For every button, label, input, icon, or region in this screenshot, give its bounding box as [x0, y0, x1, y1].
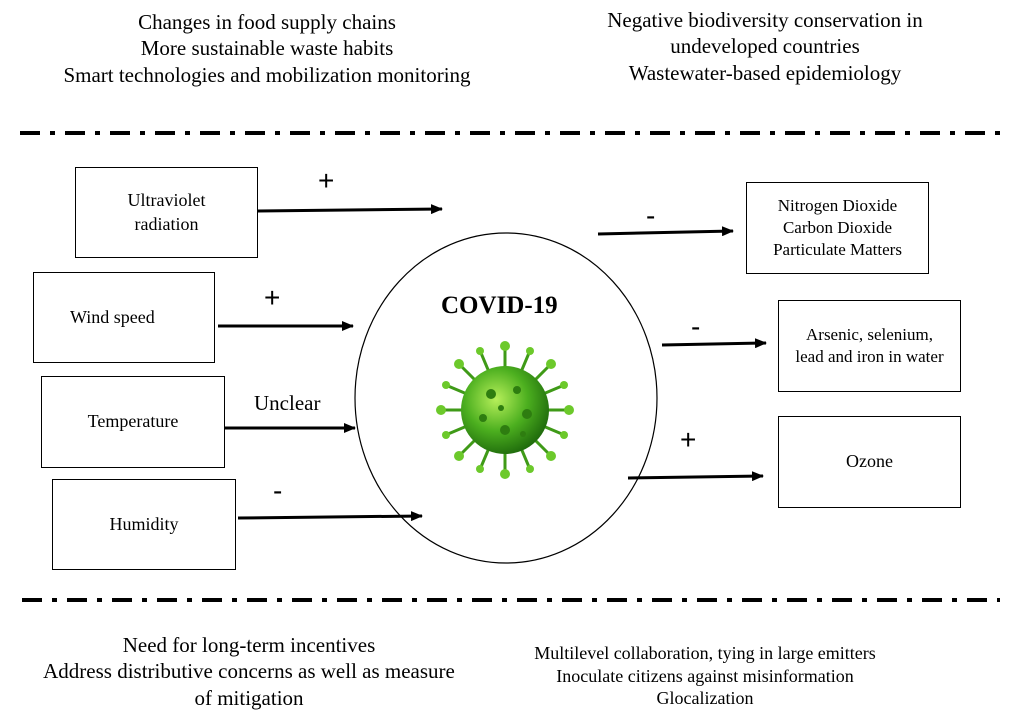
box-label: Particulate Matters	[773, 240, 902, 260]
sign-uv: +	[318, 165, 335, 196]
bottom-right-line: Multilevel collaboration, tying in large…	[534, 643, 876, 663]
box-label: Temperature	[87, 411, 179, 432]
box-ozone: Ozone	[778, 416, 961, 508]
box-pollutants: Nitrogen Dioxide Carbon Dioxide Particul…	[746, 182, 929, 274]
box-label: Ozone	[846, 451, 893, 472]
top-right-line: Wastewater-based epidemiology	[628, 60, 902, 85]
box-label: Carbon Dioxide	[782, 217, 893, 237]
box-label: Ultraviolet	[127, 190, 206, 211]
bottom-left-line: Address distributive concerns as well as…	[43, 659, 455, 684]
sign-ozone: +	[680, 424, 697, 455]
arrow-water	[661, 338, 767, 349]
box-label: Wind speed	[70, 306, 155, 327]
bottom-right-line: Inoculate citizens against misinformatio…	[556, 665, 854, 686]
sign-pollutants: -	[646, 200, 656, 231]
top-right-line: Negative biodiversity conservation in	[607, 8, 923, 32]
box-label: Nitrogen Dioxide	[777, 195, 898, 215]
sign-temperature: Unclear	[254, 391, 321, 415]
top-left-line: Smart technologies and mobilization moni…	[63, 62, 471, 87]
top-left-line: Changes in food supply chains	[138, 10, 396, 34]
box-humidity: Humidity	[52, 479, 236, 570]
box-ultraviolet-radiation: Ultraviolet radiation	[75, 167, 258, 258]
box-temperature: Temperature	[41, 376, 225, 468]
arrow-ozone	[627, 471, 764, 482]
bottom-right-notes: Multilevel collaboration, tying in large…	[500, 642, 910, 710]
bottom-left-line: of mitigation	[194, 685, 304, 710]
box-wind-speed: Wind speed	[33, 272, 215, 363]
sign-humidity: -	[273, 475, 283, 506]
box-water-metals: Arsenic, selenium, lead and iron in wate…	[778, 300, 961, 392]
box-label: lead and iron in water	[795, 347, 944, 366]
top-right-line: undeveloped countries	[670, 34, 860, 59]
top-left-line: More sustainable waste habits	[140, 36, 394, 61]
box-label: Humidity	[109, 513, 179, 534]
arrow-humidity	[237, 511, 423, 522]
virus-icon	[436, 341, 574, 479]
bottom-right-line: Glocalization	[656, 688, 754, 708]
arrow-pollutants	[597, 226, 734, 237]
covid-title: COVID-19	[441, 292, 558, 319]
arrow-uv	[257, 204, 443, 215]
bottom-left-notes: Need for long-term incentives Address di…	[4, 632, 494, 711]
sign-wind: +	[264, 282, 281, 313]
sign-water: -	[691, 311, 701, 342]
box-label: radiation	[134, 213, 199, 234]
top-left-notes: Changes in food supply chains More susta…	[24, 9, 510, 88]
top-right-notes: Negative biodiversity conservation in un…	[560, 7, 970, 86]
box-label: Arsenic, selenium,	[806, 324, 933, 344]
bottom-left-line: Need for long-term incentives	[122, 633, 376, 657]
